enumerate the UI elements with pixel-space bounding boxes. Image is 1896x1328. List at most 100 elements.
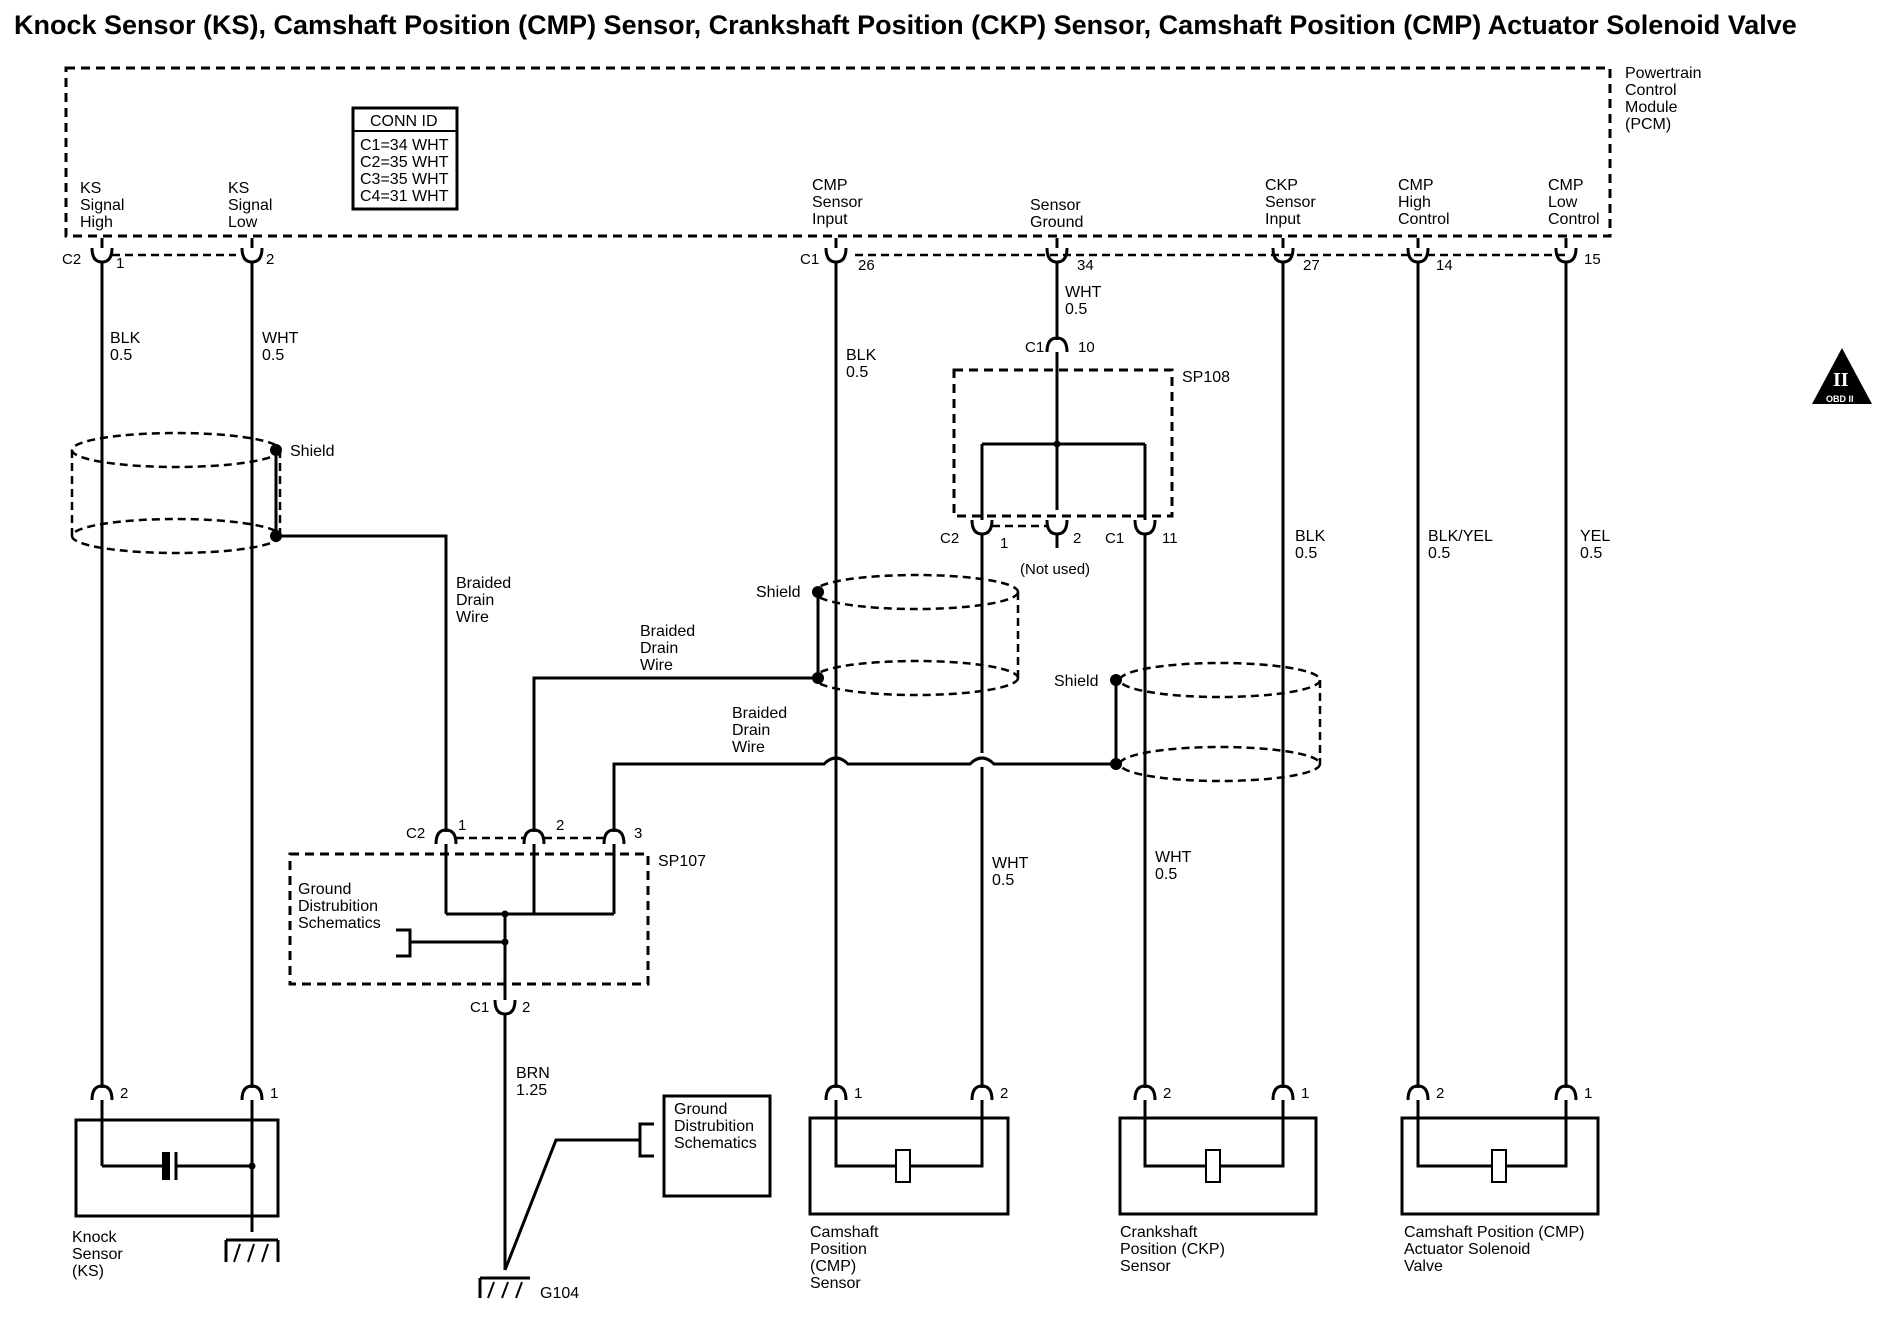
drain-label-line: Braided: [732, 705, 787, 722]
terminal: [602, 828, 626, 845]
ground-dist-link: [503, 1138, 640, 1271]
sp107-pin: 1: [458, 817, 466, 834]
sp107-conn: C2: [406, 825, 425, 842]
wire-label-ks-high: BLK 0.5: [110, 330, 141, 364]
cmp-internal: [910, 1100, 984, 1168]
pcm-conn-c1: C1: [800, 251, 819, 268]
wire-gauge: 0.5: [110, 347, 132, 364]
wire-label-cmp-high: BLK/YEL 0.5: [1428, 528, 1493, 562]
pin-name-line: Sensor: [1265, 194, 1316, 211]
shield-ellipse: [1118, 661, 1322, 699]
drain-label-line: Braided: [640, 623, 695, 640]
pcm-pin-ckp-input: CKP Sensor Input: [1265, 177, 1316, 228]
terminal: [90, 1084, 114, 1101]
pin-name-line: Signal: [80, 197, 124, 214]
pcm-pin-ks-low: KS Signal Low: [228, 180, 272, 231]
drain-label-line: Braided: [456, 575, 511, 592]
sp108-in-pin: 10: [1078, 339, 1095, 356]
ckp-sensor-body: [1118, 1116, 1318, 1216]
pcm-pin-number: 15: [1584, 251, 1601, 268]
terminal: [522, 828, 546, 845]
conn-id-row: C3=35 WHT: [360, 171, 449, 188]
wire-color: WHT: [992, 855, 1029, 872]
component-label-line: Valve: [1404, 1258, 1443, 1275]
terminal: [1133, 1084, 1157, 1101]
drain-label-line: Wire: [640, 657, 673, 674]
pin-name-line: CKP: [1265, 177, 1298, 194]
shield-dot: [812, 586, 824, 598]
conn-id-header: CONN ID: [370, 113, 438, 130]
shield-dot: [270, 444, 282, 456]
sp108-splice: C1 10 SP108 C2 1 2 (Not used) C1 11: [940, 336, 1230, 578]
component-label-line: Sensor: [1120, 1258, 1171, 1275]
component-pin: 2: [1000, 1085, 1008, 1102]
ground-dist-line: Schematics: [298, 915, 381, 932]
terminal: [970, 519, 994, 536]
sp108-c2-pin2: 2: [1073, 530, 1081, 547]
ground-dist-line: Schematics: [674, 1135, 757, 1152]
splice-dot: [501, 910, 509, 918]
wire-label-ground: BRN 1.25: [516, 1065, 550, 1099]
component-pin: 2: [120, 1085, 128, 1102]
component-label-line: Camshaft Position (CMP): [1404, 1224, 1585, 1241]
knock-sensor: 2 1 Knock Sensor (KS): [72, 1085, 280, 1280]
diagram-title: Knock Sensor (KS), Camshaft Position (CM…: [14, 10, 1797, 40]
actuator-element: [1491, 1149, 1507, 1183]
actuator-internal: [1506, 1100, 1568, 1168]
pcm-label-line: Powertrain: [1625, 65, 1701, 82]
ground-symbol-g104: [478, 1276, 530, 1299]
wire-gauge: 0.5: [1580, 545, 1602, 562]
component-pin: 2: [1436, 1085, 1444, 1102]
sp107-pin: 3: [634, 825, 642, 842]
cmp-element: [895, 1149, 911, 1183]
g104-label: G104: [540, 1285, 579, 1302]
component-pin: 2: [1163, 1085, 1171, 1102]
pin-name-line: Sensor: [1030, 197, 1081, 214]
drain-label-cmp: Braided Drain Wire: [640, 623, 695, 674]
pin-name-line: Input: [812, 211, 848, 228]
terminal: [1045, 519, 1069, 536]
pcm-pin-number: 34: [1077, 257, 1094, 274]
shield-label: Shield: [1054, 673, 1098, 690]
component-pin: 1: [1584, 1085, 1592, 1102]
ground-hatch: [487, 1281, 495, 1299]
wire-label-sensor-ground: WHT 0.5: [1065, 284, 1102, 318]
wire-label-ckp-input: BLK 0.5: [1295, 528, 1326, 562]
cmp-actuator-body: [1400, 1116, 1600, 1216]
pcm-module-box: [64, 66, 1612, 238]
drain-label-ks: Braided Drain Wire: [456, 575, 511, 626]
terminal: [1554, 1084, 1578, 1101]
pin-name-line: KS: [228, 180, 249, 197]
splice-dot: [248, 1162, 256, 1170]
wire-color: WHT: [1065, 284, 1102, 301]
component-label-line: (KS): [72, 1263, 104, 1280]
ground-hatch: [501, 1281, 509, 1299]
cmp-sensor: 1 2 Camshaft Position (CMP) Sensor: [808, 1085, 1010, 1292]
pcm-pin-cmp-low: CMP Low Control: [1548, 177, 1600, 228]
pin-name-line: Signal: [228, 197, 272, 214]
component-label-line: Knock: [72, 1229, 117, 1246]
ckp-element: [1205, 1149, 1221, 1183]
drain-label-ckp: Braided Drain Wire: [732, 705, 787, 756]
pin-name-line: CMP: [812, 177, 848, 194]
sp108-not-used: (Not used): [1020, 561, 1090, 578]
ckp-sensor: 2 1 Crankshaft Position (CKP) Sensor: [1118, 1085, 1318, 1275]
wire-color: BRN: [516, 1065, 550, 1082]
pcm-pin-number: 27: [1303, 257, 1320, 274]
sp108-c1-label: C1: [1105, 530, 1124, 547]
wire-color: BLK: [1295, 528, 1326, 545]
drain-label-line: Drain: [640, 640, 678, 657]
pcm-pin-ks-high: KS Signal High: [80, 180, 124, 231]
conn-id-table: CONN ID C1=34 WHT C2=35 WHT C3=35 WHT C4…: [351, 106, 459, 211]
conn-id-row: C4=31 WHT: [360, 188, 449, 205]
conn-id-row: C1=34 WHT: [360, 137, 449, 154]
pcm-pin-number: 14: [1436, 257, 1453, 274]
component-label-line: Actuator Solenoid: [1404, 1241, 1530, 1258]
wire-label-cmp-input: BLK 0.5: [846, 347, 877, 381]
sp108-c2-pin1: 1: [1000, 535, 1008, 552]
sp107-box: [288, 852, 650, 986]
pin-name-line: High: [80, 214, 113, 231]
sp107-splice: C2 1 2 3 SP107 Ground Distrubition Schem…: [288, 817, 706, 1016]
drain-label-line: Drain: [456, 592, 494, 609]
